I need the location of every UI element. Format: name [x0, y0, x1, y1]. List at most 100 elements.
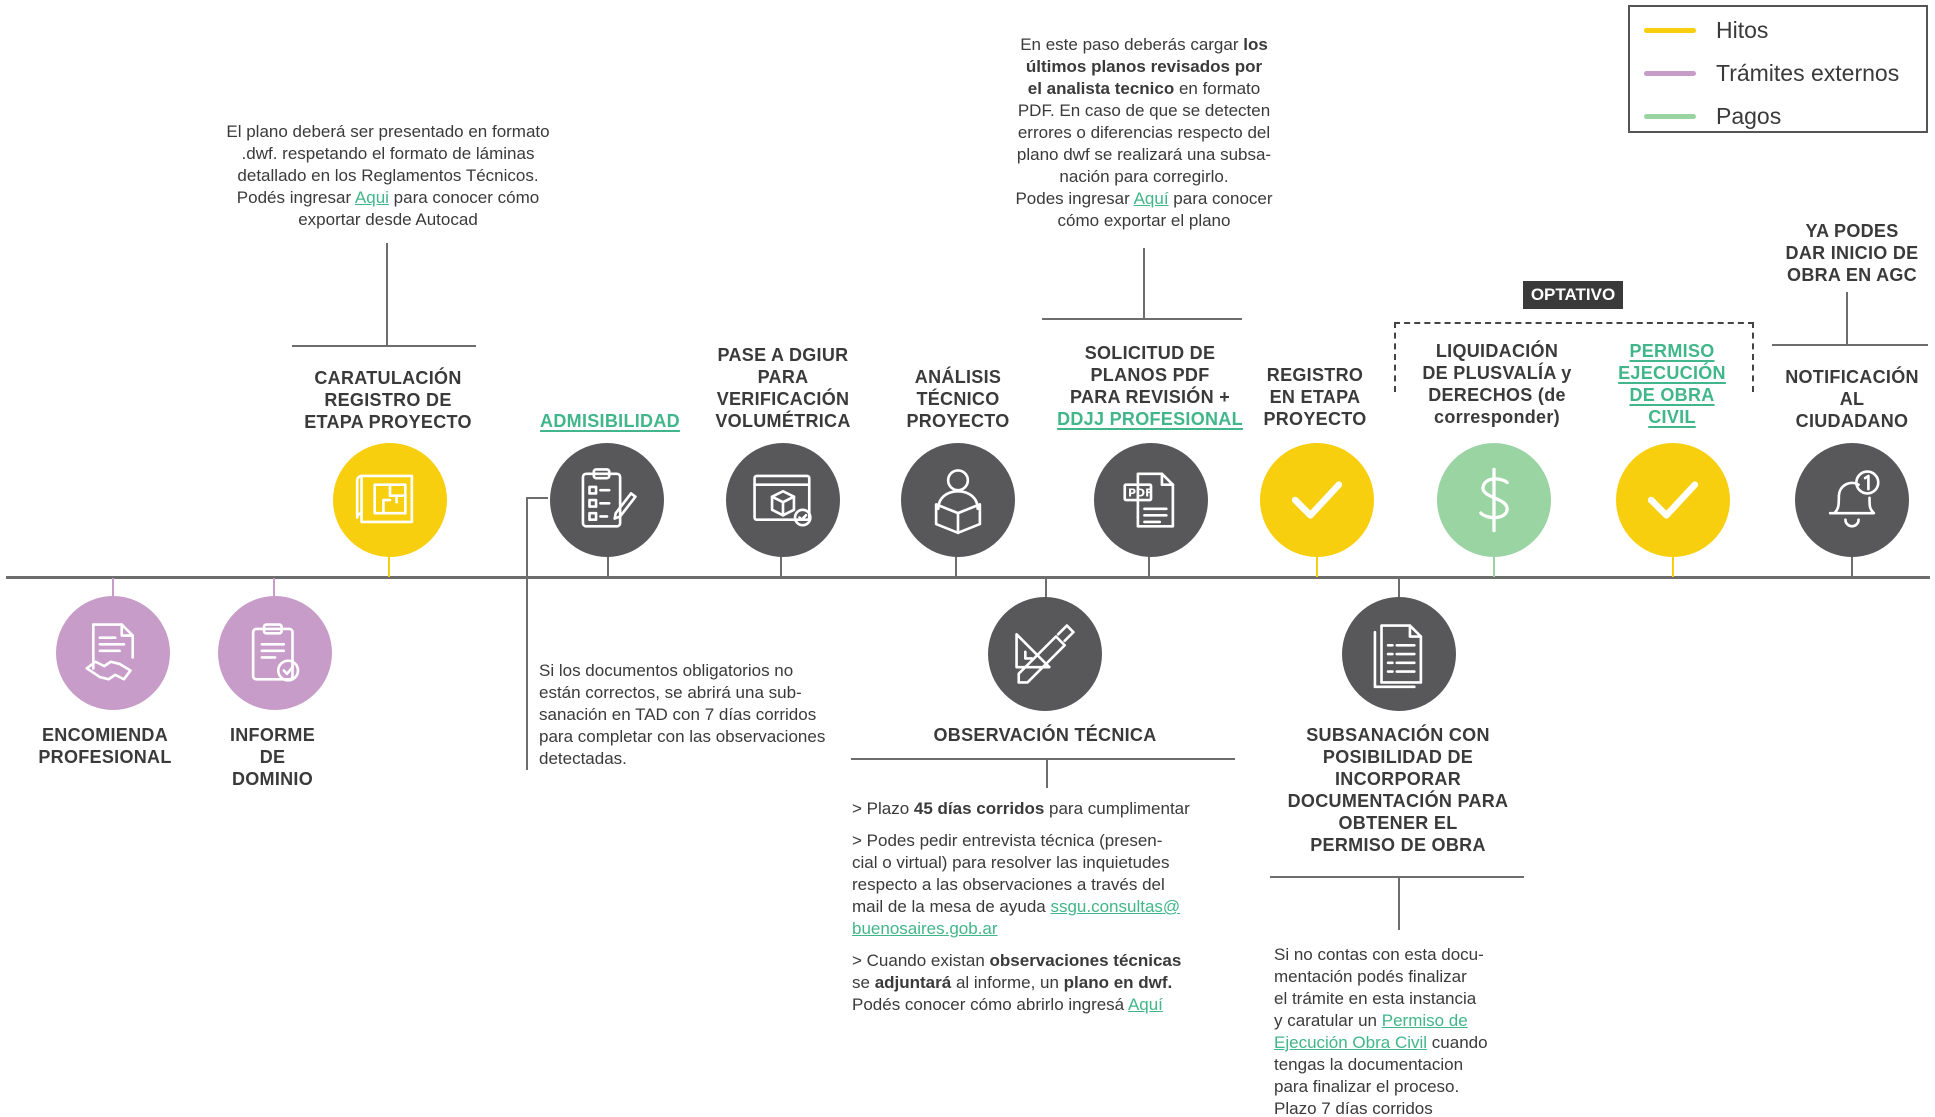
- registro-node[interactable]: [1260, 443, 1374, 557]
- stem: [1672, 557, 1674, 577]
- title-line: PERMISO DE OBRA: [1310, 835, 1486, 855]
- note-text: mail de la mesa de ayuda: [852, 897, 1051, 916]
- legend-item-pagos: Pagos: [1644, 101, 1781, 131]
- stem: [780, 553, 782, 577]
- note-line: para finalizar el proceso.: [1274, 1077, 1460, 1096]
- caratulacion-title: CARATULACIÓN REGISTRO DE ETAPA PROYECTO: [288, 367, 488, 433]
- connector: [1846, 292, 1848, 344]
- note-line: Si los documentos obligatorios no: [539, 661, 794, 680]
- note-line: En este paso deberás cargar los: [980, 34, 1308, 56]
- note-bold: 45 días corridos: [913, 799, 1045, 818]
- pdf-document-icon: PDF: [1123, 472, 1175, 528]
- note-line: Ejecución Obra Civil cuando: [1274, 1032, 1530, 1054]
- email-link[interactable]: buenosaires.gob.ar: [852, 919, 998, 938]
- admisibilidad-link[interactable]: ADMISIBILIDAD: [540, 411, 680, 431]
- admisibilidad-note: Si los documentos obligatorios no están …: [539, 660, 859, 770]
- title-line: ANÁLISIS: [914, 367, 1002, 387]
- handshake-document-icon: [85, 623, 134, 681]
- legend-label: Pagos: [1716, 102, 1782, 129]
- screen-cube-icon: [753, 474, 812, 527]
- note-text: para conocer cómo: [388, 188, 540, 207]
- caratulacion-node[interactable]: [333, 443, 447, 557]
- note-line: Podés ingresar Aqui para conocer cómo: [188, 187, 588, 209]
- subsanacion-node[interactable]: [1342, 597, 1456, 711]
- title-line: SOLICITUD DE: [1084, 343, 1216, 363]
- permiso-ejecucion-link[interactable]: Ejecución Obra Civil: [1274, 1033, 1428, 1052]
- title-line: PROFESIONAL: [38, 747, 172, 767]
- aqui-link[interactable]: Aquí: [1133, 189, 1169, 208]
- spacer: [852, 940, 1236, 950]
- note-line: exportar desde Autocad: [298, 210, 478, 229]
- title-line: REGISTRO DE: [324, 390, 452, 410]
- analisis-node[interactable]: [901, 443, 1015, 557]
- stem: [388, 557, 390, 577]
- note-line: el trámite en esta instancia: [1274, 989, 1477, 1008]
- title-line: DOCUMENTACIÓN PARA: [1287, 791, 1509, 811]
- plano-dwf-note: El plano deberá ser presentado en format…: [188, 121, 588, 231]
- connector: [1046, 760, 1048, 788]
- note-line: .dwf. respetando el formato de láminas: [241, 144, 535, 163]
- title-line: DERECHOS (de: [1428, 385, 1566, 405]
- title-line: ENCOMIENDA: [41, 725, 168, 745]
- note-line: respecto a las observaciones a través de…: [852, 875, 1165, 894]
- note-bold: últimos planos revisados por: [1025, 57, 1263, 76]
- permiso-link[interactable]: PERMISO: [1629, 341, 1715, 361]
- title-line: PLANOS PDF: [1090, 365, 1210, 385]
- connector: [386, 243, 388, 345]
- note-text: Podés ingresar: [236, 188, 355, 207]
- dgiur-node[interactable]: [726, 443, 840, 557]
- title-line: INFORME: [229, 725, 316, 745]
- aqui-link[interactable]: Aquí: [1127, 995, 1163, 1014]
- permiso-ejecucion-link[interactable]: Permiso de: [1381, 1011, 1468, 1030]
- note-text: En este paso deberás cargar: [1020, 35, 1244, 54]
- ya-podes-title: YA PODES DAR INICIO DE OBRA EN AGC: [1774, 220, 1930, 286]
- liquidacion-node[interactable]: [1437, 443, 1551, 557]
- encomienda-node[interactable]: [56, 596, 170, 710]
- title-line: OBRA EN AGC: [1787, 265, 1917, 285]
- note-text: > Cuando existan: [852, 951, 990, 970]
- svg-text:PDF: PDF: [1128, 487, 1153, 500]
- title-line: DOMINIO: [231, 769, 314, 789]
- ddjj-profesional-link[interactable]: DDJJ PROFESIONAL: [1057, 409, 1243, 429]
- dollar-icon: [1479, 467, 1509, 533]
- solicitud-title: SOLICITUD DE PLANOS PDF PARA REVISIÓN + …: [1030, 342, 1270, 430]
- stem: [1316, 557, 1318, 577]
- optativo-group-frame: [1394, 322, 1754, 392]
- note-line: > Cuando existan observaciones técnicas: [852, 950, 1236, 972]
- stem: [955, 553, 957, 577]
- solicitud-node[interactable]: PDF: [1094, 443, 1208, 557]
- note-line: detectadas.: [539, 749, 627, 768]
- aqui-link[interactable]: Aqui: [354, 188, 389, 207]
- permiso-link[interactable]: EJECUCIÓN: [1618, 363, 1726, 383]
- informe-node[interactable]: [218, 596, 332, 710]
- permiso-node[interactable]: [1616, 443, 1730, 557]
- title-line: YA PODES: [1805, 221, 1899, 241]
- admisibilidad-node[interactable]: [550, 443, 664, 557]
- notificacion-node[interactable]: [1795, 443, 1909, 557]
- email-link[interactable]: ssgu.consultas@: [1050, 897, 1181, 916]
- note-line: el analista tecnico en formato: [980, 78, 1308, 100]
- note-line: para completar con las observaciones: [539, 727, 826, 746]
- title-line: PARA REVISIÓN +: [1069, 387, 1231, 407]
- note-line: buenosaires.gob.ar: [852, 918, 1236, 940]
- title-line: TÉCNICO: [916, 389, 1000, 409]
- timeline-axis: [6, 576, 1930, 579]
- observacion-note: > Plazo 45 días corridos para cumpliment…: [852, 798, 1236, 1016]
- permiso-link[interactable]: CIVIL: [1648, 407, 1696, 427]
- optativo-badge: OPTATIVO: [1523, 281, 1623, 309]
- admisibilidad-title[interactable]: ADMISIBILIDAD: [520, 410, 700, 432]
- floor-plan-icon: [355, 474, 414, 524]
- note-text: Podés conocer cómo abrirlo ingresá: [852, 995, 1128, 1014]
- permiso-link[interactable]: DE OBRA: [1629, 385, 1715, 405]
- observacion-node[interactable]: [988, 597, 1102, 711]
- note-line: cial o virtual) para resolver las inquie…: [852, 853, 1170, 872]
- title-line: CIUDADANO: [1795, 411, 1909, 431]
- stem: [1493, 557, 1495, 577]
- note-line: Si no contas con esta docu-: [1274, 945, 1484, 964]
- permiso-title[interactable]: PERMISO EJECUCIÓN DE OBRA CIVIL: [1606, 340, 1738, 428]
- checkmark-icon: [1647, 481, 1699, 519]
- title-line: DE: [259, 747, 286, 767]
- connector: [851, 758, 1235, 760]
- title-line: CARATULACIÓN: [314, 368, 462, 388]
- analisis-title: ANÁLISIS TÉCNICO PROYECTO: [878, 366, 1038, 432]
